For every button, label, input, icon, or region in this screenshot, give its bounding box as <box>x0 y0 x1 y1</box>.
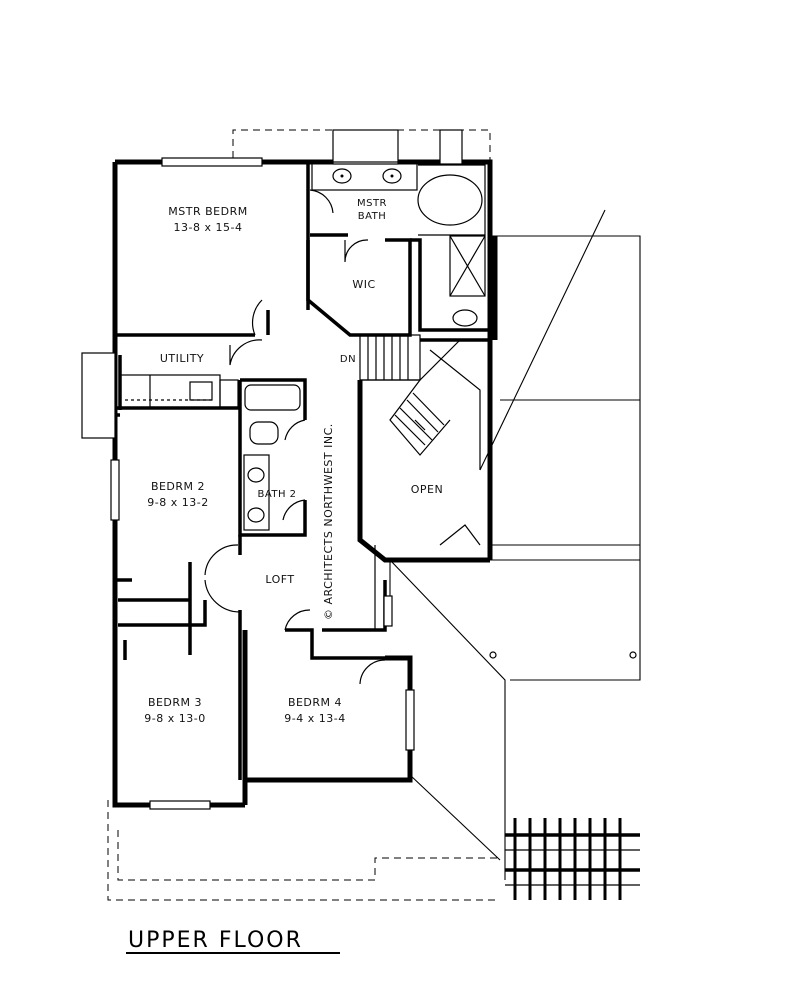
bedroom-3-name: BEDRM 3 <box>148 696 202 709</box>
interior-walls <box>115 162 490 780</box>
open-name: OPEN <box>411 483 443 496</box>
bath-2-name: BATH 2 <box>257 489 296 500</box>
stair-dn-label: DN <box>340 354 356 365</box>
utility-fixtures <box>119 374 239 409</box>
utility-name: UTILITY <box>160 352 204 365</box>
door-swings <box>204 189 481 685</box>
wic-name: WIC <box>352 278 375 291</box>
master-bedroom-name: MSTR BEDRM <box>168 205 247 218</box>
deck-railing <box>505 818 640 900</box>
plan-title: UPPER FLOOR <box>128 928 303 953</box>
hall-rail <box>359 380 376 630</box>
windows <box>81 129 463 810</box>
master-bath-name-2: BATH <box>358 211 387 222</box>
bedroom-2-name: BEDRM 2 <box>151 480 205 493</box>
plan-title-group: UPPER FLOOR <box>126 928 340 954</box>
bedroom-2-dims: 9-8 x 13-2 <box>147 496 208 509</box>
bedroom-4-name: BEDRM 4 <box>288 696 342 709</box>
lower-roof <box>389 209 641 880</box>
bedroom-4-dims: 9-4 x 13-4 <box>284 712 345 725</box>
master-bath-fixtures <box>311 161 486 327</box>
stairs <box>359 334 481 470</box>
architect-watermark: © ARCHITECTS NORTHWEST INC. <box>322 423 335 620</box>
bedroom-3-dims: 9-8 x 13-0 <box>144 712 205 725</box>
roof-outline <box>107 129 641 901</box>
master-bath-name-1: MSTR <box>357 198 387 209</box>
master-bedroom-dims: 13-8 x 15-4 <box>174 221 243 234</box>
room-labels: MSTR BEDRM 13-8 x 15-4 MSTR BATH WIC UTI… <box>144 198 443 725</box>
bath-2-fixtures <box>243 384 301 531</box>
loft-name: LOFT <box>265 573 294 586</box>
